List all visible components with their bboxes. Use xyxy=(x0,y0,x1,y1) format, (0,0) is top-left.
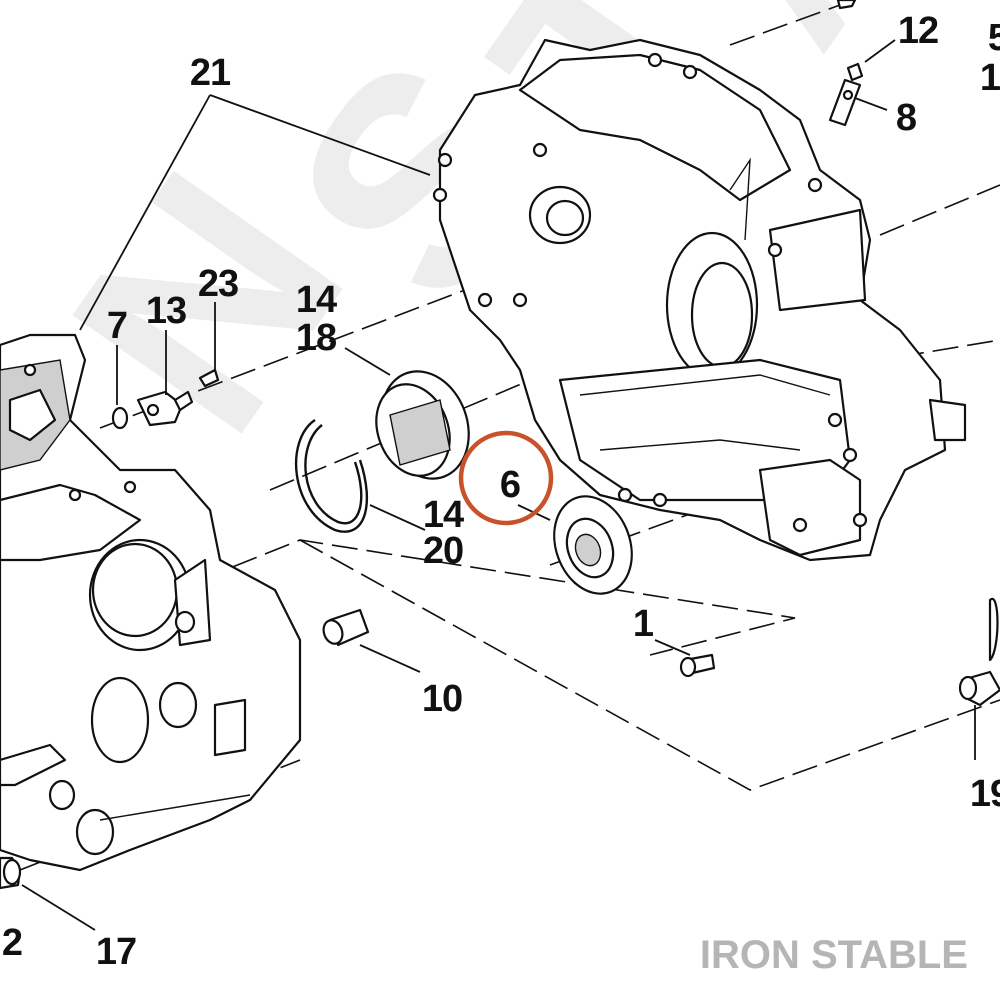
highlight-ring xyxy=(458,430,554,526)
brand-watermark: IRON STABLE xyxy=(700,933,968,977)
callout-7: 7 xyxy=(107,305,127,347)
callout-14c: 14 xyxy=(980,57,1000,99)
callout-19: 21 xyxy=(190,52,231,94)
plug-part xyxy=(846,62,864,82)
callout-23: 23 xyxy=(198,263,238,305)
callout-2: 2 xyxy=(2,922,22,964)
dowel-pin-part xyxy=(322,608,370,647)
callout-14b: 14 xyxy=(423,494,464,536)
callout-20: 19 xyxy=(970,773,1000,815)
callout-21: 20 xyxy=(423,530,463,572)
needle-bearing-part xyxy=(375,370,470,480)
left-crankcase-half xyxy=(0,333,302,872)
right-crankcase-half xyxy=(432,38,967,562)
hardware-parts xyxy=(0,0,1000,890)
callout-10: 10 xyxy=(422,678,462,720)
callout-5: 5 xyxy=(988,17,1000,59)
callout-12: 12 xyxy=(898,10,938,52)
stud-part xyxy=(836,0,857,10)
callout-18: 18 xyxy=(296,317,336,359)
screw-part xyxy=(198,368,220,388)
ball-part xyxy=(842,89,854,101)
callout-1: 1 xyxy=(633,603,654,645)
callout-6: 6 xyxy=(500,464,520,506)
circlip-part xyxy=(295,419,368,533)
callout-labels: 21 12 5 14 8 23 13 7 14 18 6 14 20 1 10 … xyxy=(2,10,1000,973)
crankcase-bolt-holes xyxy=(432,52,868,533)
callout-17: 17 xyxy=(96,931,136,973)
oil-seal-part xyxy=(553,495,633,595)
callout-14a: 14 xyxy=(296,279,337,321)
drain-plug-part xyxy=(0,856,22,890)
callout-13: 13 xyxy=(146,290,186,332)
sensor-part xyxy=(136,390,194,427)
bolt-part xyxy=(679,653,716,678)
o-ring-part xyxy=(111,406,129,430)
callout-8: 8 xyxy=(896,97,916,139)
fitting-part xyxy=(958,597,1000,707)
